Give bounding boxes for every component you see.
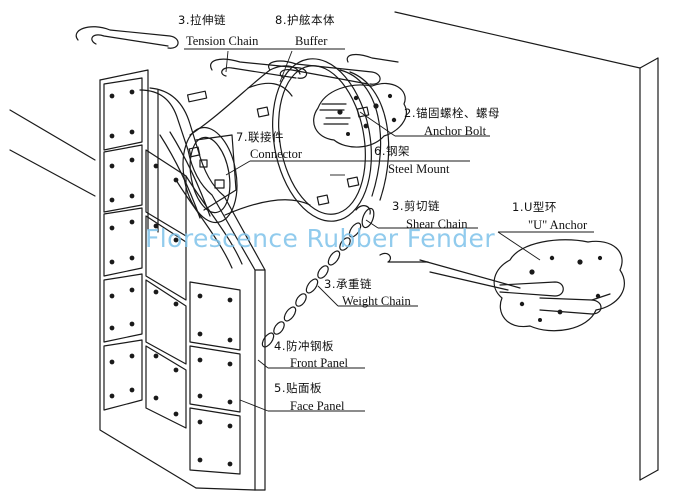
shear-chain-label-zh: 3.剪切链 xyxy=(392,199,440,213)
shear-chain-label-en: Shear Chain xyxy=(406,217,468,231)
watermark-text: Florescence Rubber Fender xyxy=(145,224,496,253)
tension-chain-label-en: Tension Chain xyxy=(186,34,259,48)
u-anchor-block xyxy=(493,239,625,332)
buffer-label-en: Buffer xyxy=(295,34,328,48)
face-panel xyxy=(99,69,256,491)
face-panel-label-en: Face Panel xyxy=(290,399,345,413)
connector-label-en: Connector xyxy=(250,147,303,161)
front-panel-label-en: Front Panel xyxy=(290,356,348,370)
u-anchor-label-en: "U" Anchor xyxy=(528,218,588,232)
connector-label-zh: 7.联接件 xyxy=(236,130,284,144)
steel-mount-label-en: Steel Mount xyxy=(388,162,450,176)
weight-chain xyxy=(261,222,362,348)
shear-chain xyxy=(355,205,521,291)
anchor-bolt-label-zh: 2.锚固螺栓、螺母 xyxy=(404,106,500,120)
u-anchor-label-zh: 1.U型环 xyxy=(512,200,557,214)
anchor-bolt-block xyxy=(313,82,407,148)
buffer-label-zh: 8.护舷本体 xyxy=(275,13,335,27)
steel-mount xyxy=(339,69,390,201)
weight-chain-label-en: Weight Chain xyxy=(342,294,411,308)
anchor-bolt-label-en: Anchor Bolt xyxy=(424,124,487,138)
leader-lines xyxy=(184,48,594,412)
face-panel-label-zh: 5.贴面板 xyxy=(274,381,322,395)
steel-mount-label-zh: 6.钢架 xyxy=(374,144,410,158)
buffer-body xyxy=(189,58,372,222)
quay-wall xyxy=(9,11,659,481)
front-panel xyxy=(139,87,266,491)
weight-chain-label-zh: 3.承重链 xyxy=(324,277,372,291)
front-panel-label-zh: 4.防冲钢板 xyxy=(274,339,334,353)
tension-chain-label-zh: 3.拉伸链 xyxy=(178,13,226,27)
